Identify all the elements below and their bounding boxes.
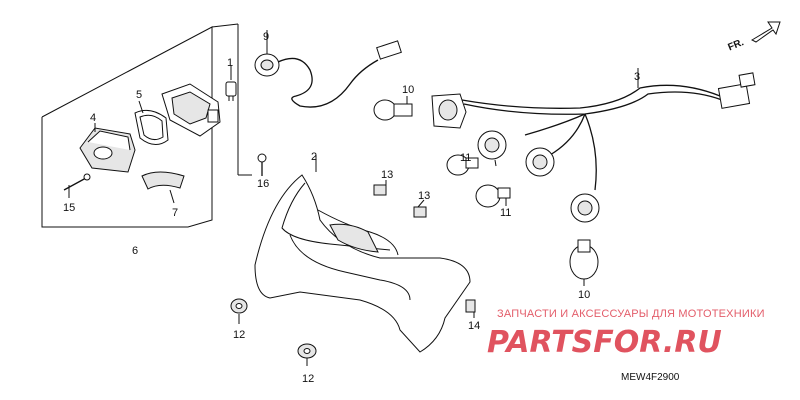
socket-right — [525, 147, 555, 177]
callout-11-right: 11 — [500, 207, 511, 219]
wire-harness-part-3 — [461, 68, 756, 191]
socket-lower — [570, 193, 600, 223]
socket-left — [477, 130, 507, 167]
gasket-part-5 — [134, 100, 169, 145]
clip-part-13a — [373, 180, 387, 196]
grommet-part-12b — [297, 343, 317, 366]
license-lens-part — [79, 123, 136, 173]
grommet-part-12a — [230, 298, 248, 324]
callout-9: 9 — [263, 31, 269, 43]
callout-16: 16 — [257, 178, 269, 190]
callout-10-upper: 10 — [402, 84, 414, 96]
callout-numbers: 1 2 3 4 5 6 7 9 10 10 11 11 12 12 13 13 … — [63, 31, 640, 385]
socket-upper — [431, 93, 467, 129]
wedge-bulb-part-1 — [225, 66, 237, 101]
callout-12-lower: 12 — [302, 373, 314, 385]
callout-3: 3 — [634, 71, 640, 83]
callout-13-upper: 13 — [381, 169, 393, 181]
screw-part-15 — [63, 173, 91, 198]
license-housing-part — [161, 83, 221, 137]
taillight-housing-part-2 — [254, 155, 471, 353]
callout-5: 5 — [136, 89, 142, 101]
callout-1: 1 — [227, 57, 233, 69]
direction-marker: FR. — [726, 37, 745, 53]
bulb-part-11-right — [475, 184, 511, 208]
callout-12-upper: 12 — [233, 329, 245, 341]
callout-6: 6 — [132, 245, 138, 257]
callout-10-lower: 10 — [578, 289, 590, 301]
diagram-code: MEW4F2900 — [621, 372, 680, 383]
callout-13-lower: 13 — [418, 190, 430, 202]
callout-4: 4 — [90, 112, 96, 124]
screw-part-16 — [257, 153, 267, 176]
watermark: ЗАПЧАСТИ И АКСЕССУАРЫ ДЛЯ МОТОТЕХНИКИ PA… — [487, 308, 765, 360]
assembly-outline — [41, 23, 252, 228]
clip-part-14 — [465, 299, 476, 318]
bulb-part-10-lower — [569, 239, 599, 286]
bulb-part-10-upper — [373, 96, 413, 121]
callout-2: 2 — [311, 151, 317, 163]
socket-part-9 — [254, 30, 402, 108]
seal-part-7 — [141, 171, 185, 204]
callout-15: 15 — [63, 202, 75, 214]
bulb-part-11-left — [446, 154, 479, 176]
watermark-tagline: ЗАПЧАСТИ И АКСЕССУАРЫ ДЛЯ МОТОТЕХНИКИ — [497, 308, 765, 320]
callout-7: 7 — [172, 207, 178, 219]
front-direction-arrow-icon: FR. — [726, 21, 781, 53]
callout-11-left: 11 — [460, 152, 471, 164]
clip-part-13b — [413, 199, 427, 218]
callout-14: 14 — [468, 320, 480, 332]
watermark-brand: PARTSFOR.RU — [487, 325, 722, 360]
